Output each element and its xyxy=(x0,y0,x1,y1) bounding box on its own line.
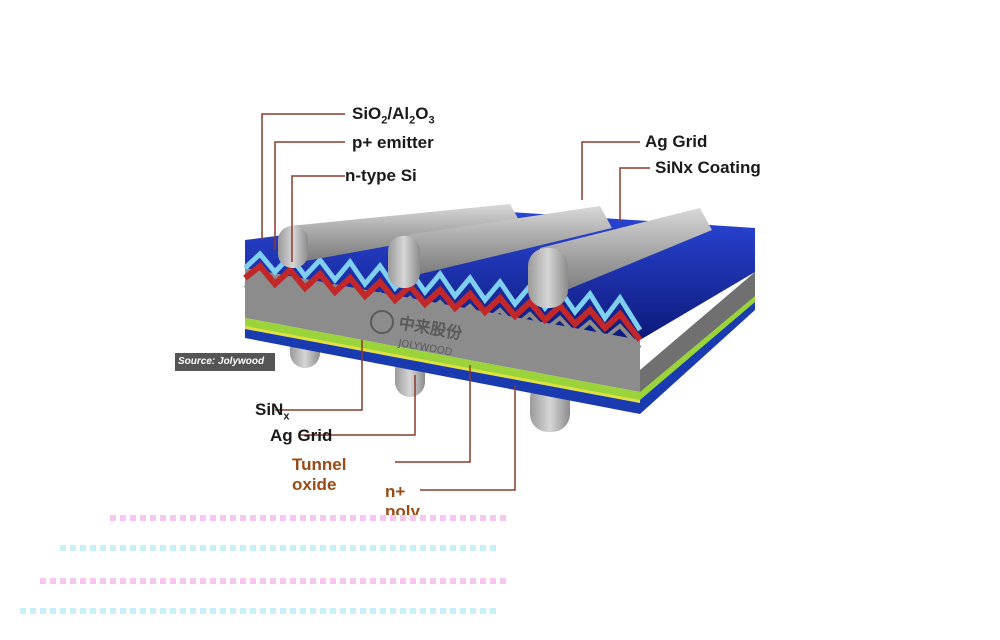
slab-front-face xyxy=(245,268,640,392)
leader-ag-grid-top xyxy=(581,141,640,200)
front-fingers xyxy=(278,204,712,308)
bottom-sinx-layer xyxy=(245,329,640,414)
label-sinx-bottom: SiNx xyxy=(255,400,290,423)
leader-sinx-coating xyxy=(619,167,650,222)
front-finger-cap xyxy=(278,226,308,268)
leader-sinx-bottom xyxy=(275,340,363,411)
leader-ag-grid-bottom xyxy=(300,375,416,436)
red-zigzag xyxy=(243,261,643,342)
leader-sio2 xyxy=(261,113,345,240)
tunnel-oxide-layer xyxy=(245,326,640,403)
label-p-emitter: p+ emitter xyxy=(352,133,434,152)
front-finger-cap xyxy=(528,248,568,308)
cyan-zigzag xyxy=(243,250,643,332)
label-ag-grid-bottom: Ag Grid xyxy=(270,426,333,445)
slab-right-blue xyxy=(640,302,755,414)
label-sio2-al2o3: SiO2/Al2O3 xyxy=(352,104,435,127)
label-sinx-coating: SiNx Coating xyxy=(655,158,761,177)
logo-mark xyxy=(370,310,394,334)
leader-lines xyxy=(261,113,650,491)
front-finger xyxy=(400,206,612,276)
label-n-type-si: n-type Si xyxy=(345,166,417,185)
front-finger-cap xyxy=(388,236,420,288)
leader-n-poly xyxy=(420,385,516,491)
front-finger xyxy=(290,204,520,262)
silicon-zigzag xyxy=(243,275,642,350)
leader-tunnel-oxide xyxy=(395,365,471,463)
label-ag-grid-top: Ag Grid xyxy=(645,132,708,151)
source-caption: Source: Jolywood xyxy=(175,353,275,371)
leader-p-emitter xyxy=(274,141,345,250)
green-layer xyxy=(245,318,640,402)
front-finger xyxy=(540,208,712,296)
leader-n-type xyxy=(291,175,345,262)
